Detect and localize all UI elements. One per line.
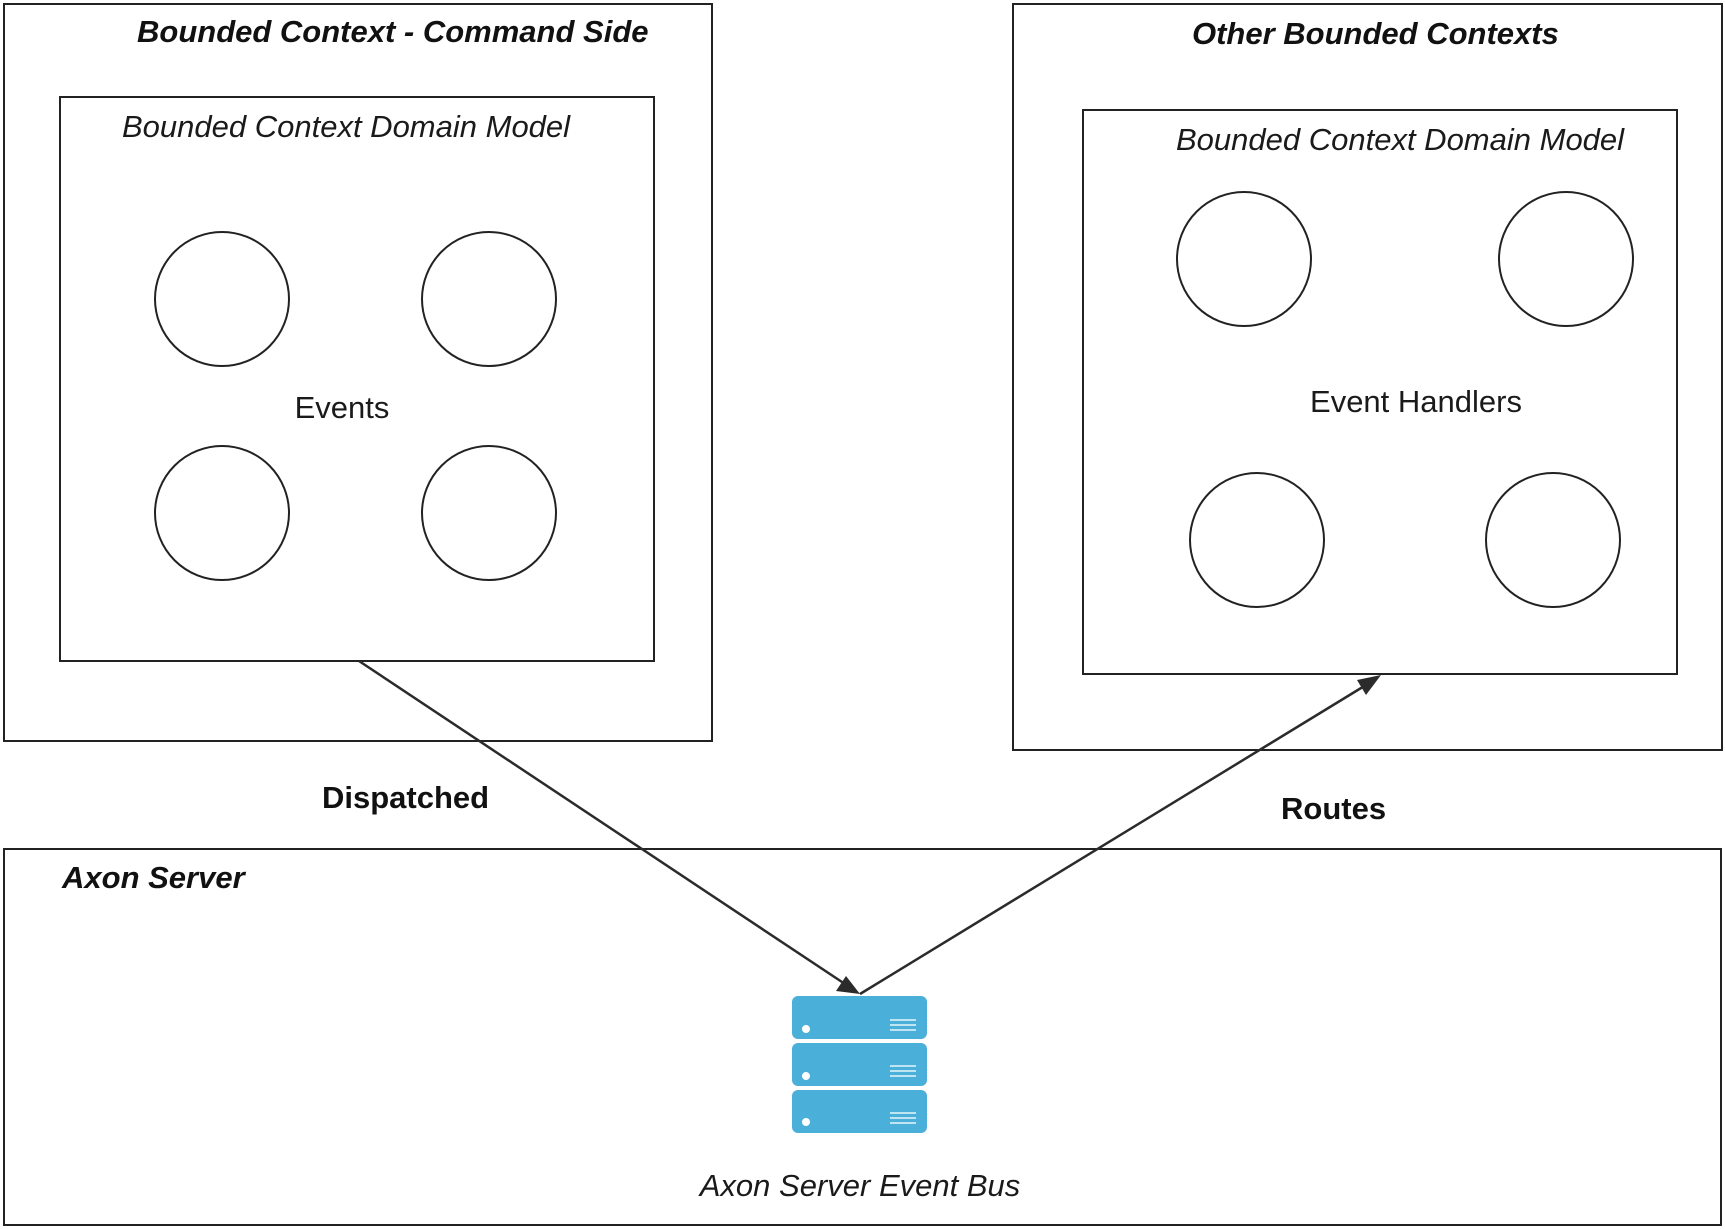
handler-node-bottom-left bbox=[1189, 472, 1325, 608]
other-contexts-domain-model: Bounded Context Domain Model Event Handl… bbox=[1082, 109, 1678, 675]
handler-node-top-left bbox=[1176, 191, 1312, 327]
handler-node-top-right bbox=[1498, 191, 1634, 327]
handler-node-bottom-right bbox=[1485, 472, 1621, 608]
dispatched-label: Dispatched bbox=[322, 780, 489, 815]
server-stack-icon bbox=[792, 996, 927, 1133]
server-vent-middle bbox=[890, 1065, 916, 1077]
event-handlers-label: Event Handlers bbox=[1310, 384, 1522, 419]
routes-arrowhead bbox=[1357, 675, 1381, 695]
server-led-top bbox=[802, 1025, 810, 1033]
axon-server-title: Axon Server bbox=[61, 860, 247, 895]
command-side-domain-model-title: Bounded Context Domain Model bbox=[122, 109, 571, 144]
command-side-title: Bounded Context - Command Side bbox=[137, 14, 649, 49]
other-contexts: Other Bounded Contexts Bounded Context D… bbox=[1012, 3, 1723, 751]
server-led-bottom bbox=[802, 1118, 810, 1126]
dispatched-arrowhead bbox=[836, 976, 860, 994]
dispatched-arrow-line bbox=[358, 659, 846, 986]
event-node-bottom-left bbox=[154, 445, 290, 581]
event-node-top-right bbox=[421, 231, 557, 367]
events-label: Events bbox=[295, 390, 390, 425]
routes-label: Routes bbox=[1281, 791, 1386, 826]
command-side-context: Bounded Context - Command Side Bounded C… bbox=[3, 3, 713, 742]
server-vent-top bbox=[890, 1019, 916, 1031]
other-contexts-domain-model-title: Bounded Context Domain Model bbox=[1176, 122, 1625, 157]
event-node-top-left bbox=[154, 231, 290, 367]
server-unit-middle bbox=[792, 1043, 927, 1086]
axon-server-box bbox=[3, 848, 1722, 1226]
command-side-box bbox=[3, 3, 713, 742]
dispatched-connector bbox=[358, 659, 860, 994]
server-unit-top bbox=[792, 996, 927, 1039]
routes-arrow-line bbox=[859, 683, 1367, 996]
other-contexts-box bbox=[1012, 3, 1723, 751]
server-vent-bottom bbox=[890, 1112, 916, 1124]
other-contexts-title: Other Bounded Contexts bbox=[1192, 16, 1559, 51]
routes-connector bbox=[859, 675, 1381, 996]
event-bus-label: Axon Server Event Bus bbox=[698, 1168, 1021, 1203]
event-node-bottom-right bbox=[421, 445, 557, 581]
axon-server: Axon Server Axon bbox=[3, 848, 1722, 1226]
command-side-domain-model-box bbox=[59, 96, 655, 662]
command-side-domain-model: Bounded Context Domain Model Events bbox=[59, 96, 655, 662]
server-led-middle bbox=[802, 1072, 810, 1080]
server-unit-bottom bbox=[792, 1090, 927, 1133]
